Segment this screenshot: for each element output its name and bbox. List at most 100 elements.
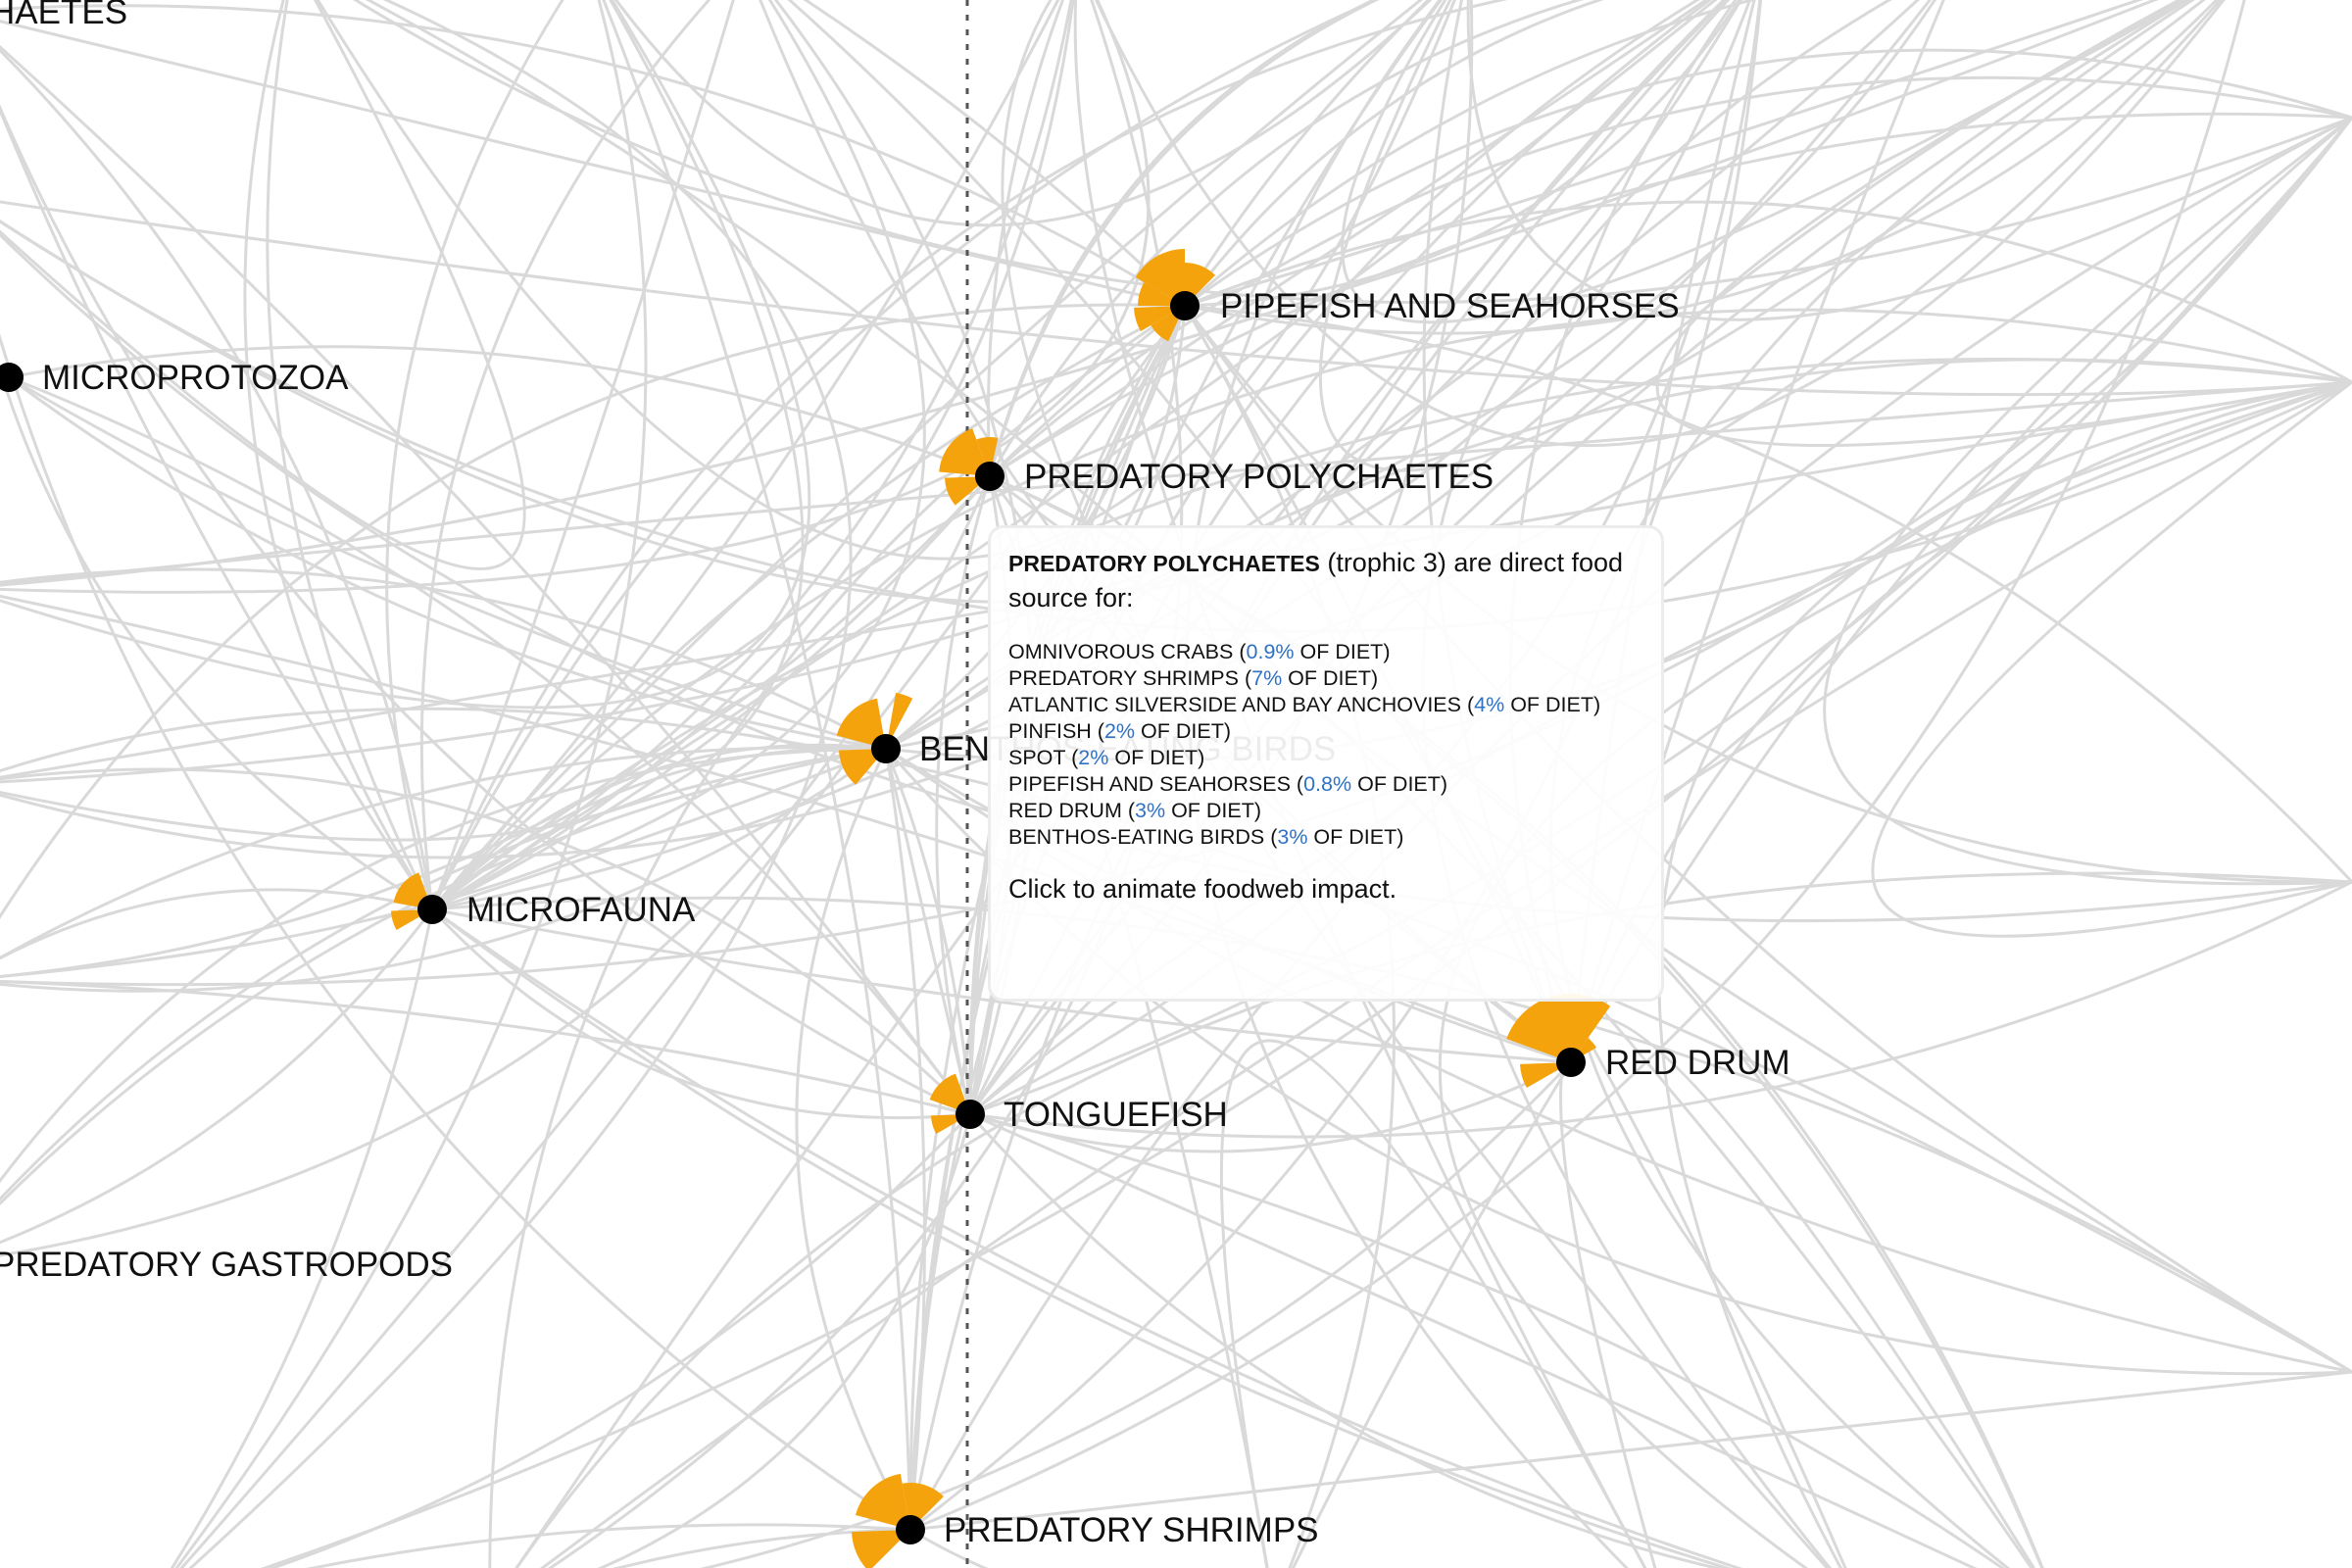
diet-list: OMNIVOROUS CRABS (0.9% OF DIET)PREDATORY… [1008,639,1640,851]
node-dot[interactable] [975,462,1004,491]
node-dot[interactable] [956,1100,985,1129]
feeding-link [0,980,2005,1568]
node-label[interactable]: MICROFAUNA [466,891,696,929]
diet-list-item: OMNIVOROUS CRABS (0.9% OF DIET) [1008,640,1391,663]
feeding-link [1291,1061,1573,1568]
predator-name: OMNIVOROUS CRABS [1008,640,1234,663]
feeding-link [1219,1039,1647,1568]
diet-wedge [886,692,913,749]
node-microprotozoa[interactable]: MICROPROTOZOA [0,359,349,397]
diet-percent: 7% [1251,666,1283,690]
feeding-link [430,0,1060,910]
species-nodes: HAETES MICROPROTOZOA PIPEFISH AND SEAHORSE… [0,0,1790,1568]
feeding-link [1184,304,2352,884]
feeding-link [8,375,972,1115]
diet-wedge [855,1473,910,1530]
diet-list-item: ATLANTIC SILVERSIDE AND BAY ANCHOVIES (4… [1008,693,1601,716]
node-dot[interactable] [1170,291,1200,320]
node-dot[interactable] [896,1515,925,1544]
feeding-link [266,0,434,910]
feeding-link [0,747,887,1184]
node-label[interactable]: TONGUEFISH [1004,1096,1228,1134]
feeding-link [0,365,433,911]
node-dot[interactable] [417,895,447,924]
feeding-link [260,117,2352,1568]
diet-suffix: OF DIET [1288,666,1371,690]
predator-name: SPOT [1008,746,1066,769]
node-predatory-shrimps[interactable]: PREDATORY SHRIMPS [852,1473,1319,1568]
feeding-link [1319,0,2206,472]
feeding-link [1569,380,2352,1063]
node-tonguefish[interactable]: TONGUEFISH [929,1073,1228,1134]
node-red-drum[interactable]: RED DRUM [1506,994,1790,1088]
feeding-link [1094,0,2226,447]
feeding-link [174,0,648,1568]
node-pipefish[interactable]: PIPEFISH AND SEAHORSES [1134,249,1680,342]
feeding-link [0,0,811,710]
node-predatory-polychaetes[interactable]: PREDATORY POLYCHAETES [939,428,1494,506]
feeding-link [969,117,2352,1116]
diet-list-item: RED DRUM (3% OF DIET) [1008,799,1262,822]
diet-percent: 0.9% [1246,640,1295,663]
diet-wedge [839,749,886,785]
node-label[interactable]: PREDATORY SHRIMPS [944,1511,1319,1549]
diet-suffix: OF DIET [1313,825,1397,849]
feeding-link [0,333,911,1532]
tooltip-heading: PREDATORY POLYCHAETES (trophic 3) are di… [1008,546,1640,615]
feeding-link [0,747,887,993]
diet-percent: 3% [1135,799,1166,822]
node-label[interactable]: RED DRUM [1605,1044,1790,1082]
diet-list-item: SPOT (2% OF DIET) [1008,746,1205,769]
node-dot[interactable] [1556,1048,1586,1077]
feeding-link [188,0,853,1568]
tooltip-species-name: PREDATORY POLYCHAETES [1008,551,1320,576]
feeding-link [431,0,1073,911]
feeding-link [795,748,912,1531]
diet-wedge [939,428,990,476]
feeding-link [1657,380,2352,1568]
feeding-link [0,908,434,1245]
feeding-link [430,0,1380,910]
node-dot[interactable] [0,363,24,392]
feeding-link [353,0,2352,304]
predator-name: RED DRUM [1008,799,1122,822]
feeding-link [0,0,926,978]
predator-name: PINFISH [1008,719,1092,743]
feeding-link [430,0,1508,910]
diet-wedge [1135,249,1185,306]
feeding-link [1823,116,2352,886]
diet-suffix: OF DIET [1114,746,1199,769]
predator-name: BENTHOS-EATING BIRDS [1008,825,1265,849]
feeding-link [0,303,1186,919]
feeding-link [268,1112,972,1568]
predator-name: PIPEFISH AND SEAHORSES [1008,772,1291,796]
feeding-link [316,0,1456,561]
tooltip-intro: are direct food source for: [1008,548,1623,612]
feeding-link [0,200,2352,397]
feeding-link [700,1060,1573,1568]
node-label[interactable]: PREDATORY GASTROPODS [0,1246,453,1284]
node-polychaetes[interactable]: HAETES [0,0,127,31]
node-dot[interactable] [871,734,901,763]
diet-list-item: PINFISH (2% OF DIET) [1008,719,1232,743]
node-label[interactable]: MICROPROTOZOA [42,359,349,397]
feeding-link [1184,0,1741,308]
diet-percent: 0.8% [1303,772,1352,796]
feeding-link [0,0,2159,587]
tooltip-trophic: (trophic 3) [1327,548,1446,577]
node-label[interactable]: HAETES [0,0,127,31]
predator-name: ATLANTIC SILVERSIDE AND BAY ANCHOVIES [1008,693,1461,716]
node-label[interactable]: PREDATORY POLYCHAETES [1024,458,1494,496]
feeding-link [431,746,887,911]
feeding-link [1183,0,1604,307]
node-predatory-gastropods[interactable]: PREDATORY GASTROPODS [0,1246,453,1284]
feeding-link [969,1112,1978,1568]
node-microfauna[interactable]: MICROFAUNA [391,872,696,930]
feeding-link [1871,380,2352,938]
feeding-link [803,0,1187,308]
diet-wedge [1506,994,1611,1062]
diet-suffix: OF DIET [1510,693,1594,716]
node-label[interactable]: PIPEFISH AND SEAHORSES [1220,287,1680,325]
